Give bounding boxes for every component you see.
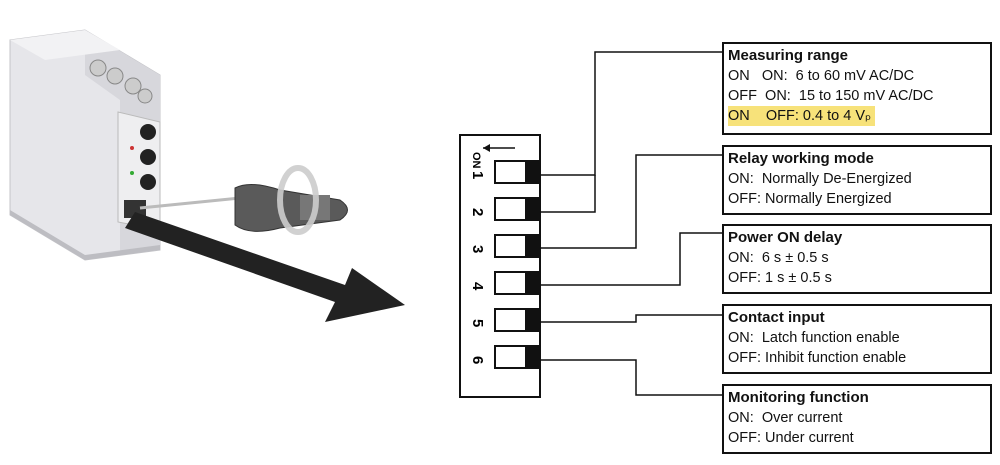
knob-2: [140, 149, 156, 165]
power-on-delay-box: Power ON delay ON: 6 s ± 0.5 s OFF: 1 s …: [722, 224, 992, 294]
relay-working-mode-option-off: OFF: Normally Energized: [728, 191, 892, 207]
monitoring-function-option-on: ON: Over current: [728, 410, 843, 426]
dip-switch-number-4: 4: [469, 282, 486, 291]
measuring-range-box: Measuring range ON ON: 6 to 60 mV AC/DC …: [722, 42, 992, 135]
dip-switch-number-5: 5: [469, 319, 486, 327]
measuring-range-option-3: ON OFF: 0.4 to 4 Vₚ: [728, 106, 876, 126]
measuring-range-title: Measuring range: [728, 47, 849, 64]
knob-3: [140, 174, 156, 190]
wire-switch4-delay: [540, 232, 722, 286]
relay-working-mode-title: Relay working mode: [728, 150, 874, 167]
contact-input-box: Contact input ON: Latch function enable …: [722, 304, 992, 374]
dip-switch-lever-3[interactable]: [525, 235, 539, 257]
dip-switch-lever-4[interactable]: [525, 272, 539, 294]
monitoring-function-option-off: OFF: Under current: [728, 430, 854, 446]
measuring-range-option-1: ON ON: 6 to 60 mV AC/DC: [728, 68, 915, 84]
contact-input-option-off: OFF: Inhibit function enable: [728, 350, 907, 366]
wire-switch1-2-measuring: [540, 51, 722, 176]
dip-switch-lever-1[interactable]: [525, 161, 539, 183]
monitoring-function-box: Monitoring function ON: Over current OFF…: [722, 384, 992, 454]
wire-switch3-relay: [540, 154, 722, 249]
dip-switch-lever-2[interactable]: [525, 198, 539, 220]
dip-switch-number-6: 6: [469, 356, 486, 364]
power-on-delay-option-on: ON: 6 s ± 0.5 s: [728, 250, 829, 266]
dip-switch-lever-6[interactable]: [525, 346, 539, 368]
dip-switch-number-2: 2: [469, 208, 486, 216]
wire-switch6-monitoring: [540, 359, 722, 396]
power-on-delay-option-off: OFF: 1 s ± 0.5 s: [728, 270, 832, 286]
relay-working-mode-box: Relay working mode ON: Normally De-Energ…: [722, 145, 992, 215]
wire-switch5-contact: [540, 314, 722, 323]
power-on-delay-title: Power ON delay: [728, 229, 843, 246]
monitoring-function-title: Monitoring function: [728, 389, 869, 406]
dip-switch-number-3: 3: [469, 245, 486, 253]
dip-switch-block: ON 1 2 3 4 5 6: [459, 134, 541, 398]
contact-input-option-on: ON: Latch function enable: [728, 330, 900, 346]
relay-device-illustration: [9, 29, 405, 322]
contact-input-title: Contact input: [728, 309, 825, 326]
direction-arrow-icon: [125, 212, 405, 322]
screwdriver-icon: [139, 165, 348, 235]
dip-on-label: ON: [470, 152, 482, 169]
relay-module: [9, 29, 161, 261]
dip-switch-lever-5[interactable]: [525, 309, 539, 331]
relay-working-mode-option-on: ON: Normally De-Energized: [728, 171, 912, 187]
measuring-range-option-2: OFF ON: 15 to 150 mV AC/DC: [728, 88, 934, 104]
dip-switch-number-1: 1: [469, 171, 486, 179]
knob-1: [140, 124, 156, 140]
